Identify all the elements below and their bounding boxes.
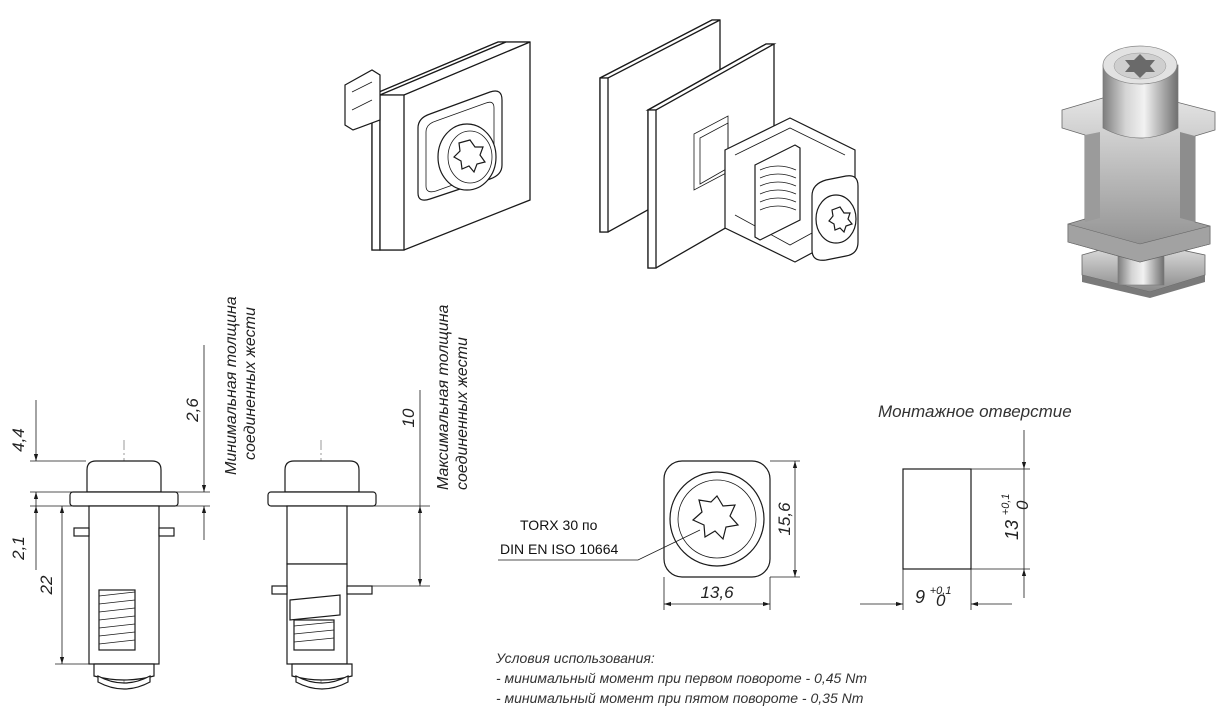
dim-hole-width-tol-bottom: 0 [936, 591, 946, 610]
side-view-min: 4,4 2,1 22 2,6 Минимальная толщина соеди… [9, 296, 259, 690]
usage-title: Условия использования: [496, 650, 655, 666]
dim-hole-width-tol-top: +0,1 [930, 585, 952, 597]
usage-conditions: Условия использования: - минимальный мом… [496, 648, 867, 708]
dim-head-width-top: 13,6 [700, 583, 734, 602]
dim-hole-width: 9 +0,1 [915, 585, 951, 607]
side-view-max: 10 Максимальная толщина соединенных жест… [267, 304, 471, 690]
dim-flange-height: 2,1 [9, 536, 28, 561]
mounting-hole-title: Монтажное отверстие [878, 402, 1072, 421]
head-view: 15,6 13,6 TORX 30 по DIN EN ISO 10664 [498, 460, 800, 610]
label-max-thickness-line2: соединенных жести [454, 337, 471, 490]
label-min-thickness-line2: соединенных жести [242, 307, 259, 460]
dim-max-thickness: 10 [399, 408, 418, 427]
dim-head-height: 4,4 [9, 428, 28, 452]
iso-view-exploded [599, 19, 859, 269]
usage-line-2: - минимальный момент при пятом повороте … [496, 690, 864, 706]
label-max-thickness-line1: Максимальная толщина [435, 304, 452, 490]
dim-length: 22 [37, 575, 56, 595]
dim-head-height-top: 15,6 [775, 502, 794, 536]
label-min-thickness-line1: Минимальная толщина [223, 296, 240, 475]
iso-view-assembled [344, 41, 531, 251]
torx-label-line1: TORX 30 по [520, 517, 598, 533]
dim-hole-height: 13 +0,1 [1000, 494, 1022, 540]
mounting-hole-view: 9 +0,1 0 13 +0,1 0 [860, 430, 1032, 610]
dim-min-thickness: 2,6 [183, 398, 202, 423]
dim-hole-height-tol-bottom: 0 [1013, 500, 1032, 510]
dim-hole-height-tol-top: +0,1 [1000, 494, 1012, 516]
torx-label-line2: DIN EN ISO 10664 [500, 541, 618, 557]
dim-hole-width-value: 9 [915, 587, 925, 607]
product-render [1061, 45, 1216, 298]
dim-hole-height-value: 13 [1002, 520, 1022, 540]
usage-line-1: - минимальный момент при первом повороте… [496, 670, 867, 686]
